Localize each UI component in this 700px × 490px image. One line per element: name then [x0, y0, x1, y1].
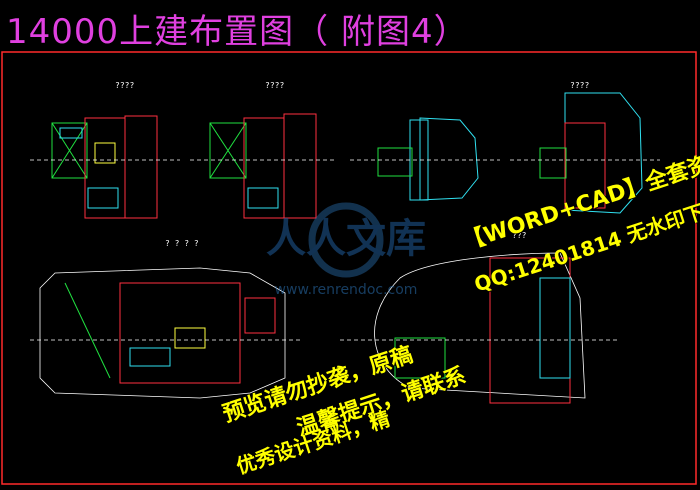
floor-plan-2: ????: [190, 81, 335, 219]
plan-3-label: ????: [570, 81, 589, 90]
floor-plan-3: [350, 117, 500, 201]
plan-6-label: ???: [512, 231, 527, 240]
watermark-logo: 人人文库 www.renrendoc.com: [266, 202, 426, 298]
page-title: 14000上建布置图（ 附图4）: [6, 12, 469, 52]
floor-plan-1: ????: [30, 81, 180, 219]
logo-url: www.renrendoc.com: [275, 282, 418, 298]
plan-1-label: ????: [115, 81, 134, 90]
plan-5-label: ? ? ? ?: [165, 239, 199, 248]
plan-2-label: ????: [265, 81, 284, 90]
floor-plan-5: ? ? ? ?: [30, 239, 300, 399]
logo-text: 人人文库: [266, 216, 426, 262]
floor-plan-6: ???: [340, 231, 620, 404]
floor-plan-4: ????: [510, 81, 660, 214]
drawing-canvas: ???? ???? ???? ? ? ? ?: [1, 51, 697, 485]
drawing-border: [1, 51, 697, 485]
